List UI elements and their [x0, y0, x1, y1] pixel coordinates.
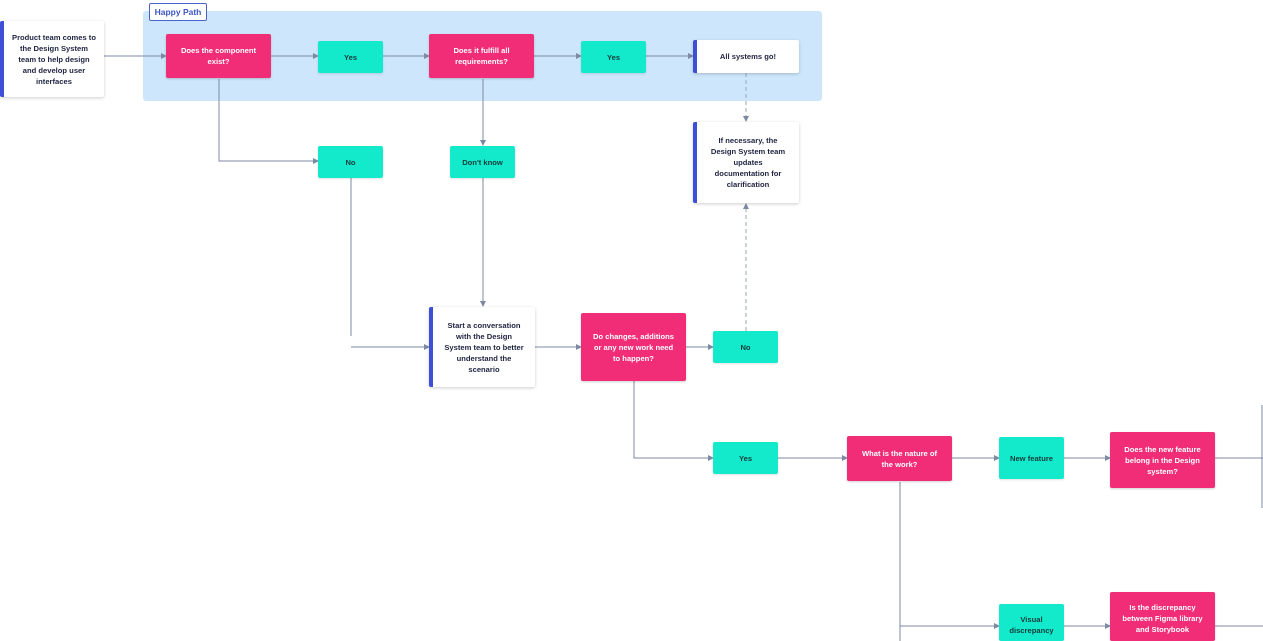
node-component-exists: Does the component exist? — [166, 34, 271, 78]
node-start: Product team comes to the Design System … — [0, 21, 104, 97]
node-update-docs: If necessary, the Design System team upd… — [693, 122, 799, 203]
node-dont-know: Don't know — [450, 146, 515, 178]
node-fulfill-requirements: Does it fulfill all requirements? — [429, 34, 534, 78]
node-feature-belongs: Does the new feature belong in the Desig… — [1110, 432, 1215, 488]
edge-exists-to-no1 — [218, 79, 319, 164]
node-visual-discrepancy: Visual discrepancy — [999, 604, 1064, 641]
node-all-systems-go: All systems go! — [693, 40, 799, 73]
node-new-feature: New feature — [999, 437, 1064, 479]
node-discrepancy-question: Is the discrepancy between Figma library… — [1110, 592, 1215, 641]
happy-path-label: Happy Path — [149, 3, 207, 21]
node-no-2: No — [713, 331, 778, 363]
node-yes-1: Yes — [318, 41, 383, 73]
node-start-conversation: Start a conversation with the Design Sys… — [429, 307, 535, 387]
node-no-1: No — [318, 146, 383, 178]
node-yes-3: Yes — [713, 442, 778, 474]
node-nature-of-work: What is the nature of the work? — [847, 436, 952, 481]
node-changes-needed: Do changes, additions or any new work ne… — [581, 313, 686, 381]
edge-changes-to-yes3 — [633, 381, 714, 461]
node-yes-2: Yes — [581, 41, 646, 73]
